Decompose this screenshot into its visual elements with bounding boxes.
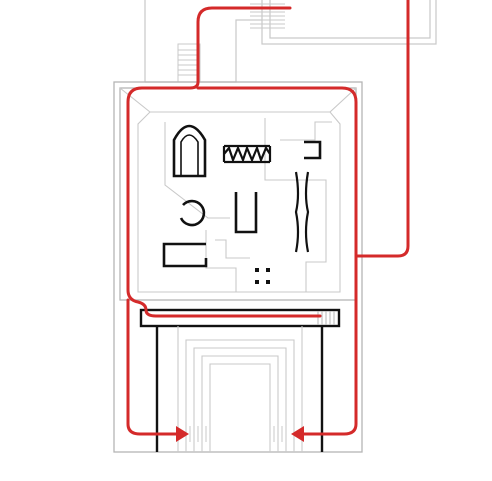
- nested-ramps: [177, 326, 303, 452]
- main-hall-outer: [113, 81, 363, 453]
- bracket-object: [304, 140, 322, 160]
- inner-wall-d: [280, 121, 332, 141]
- arch-object: [172, 124, 207, 178]
- gallery-stair: [317, 311, 335, 325]
- dots-object: [255, 268, 270, 284]
- route-top-entry: [126, 6, 322, 318]
- main-hall-inner: [119, 87, 357, 301]
- inner-wall-e: [215, 239, 250, 259]
- arrow-exit-right: [291, 426, 304, 442]
- c-object: [162, 242, 208, 268]
- arrows: [176, 426, 304, 442]
- route-exit-right: [300, 254, 358, 436]
- exit-stair-right: [269, 426, 287, 442]
- inner-wall-b: [264, 118, 327, 292]
- lower-structure: [139, 308, 341, 452]
- inner-chamber: [119, 87, 357, 293]
- arrow-exit-left: [176, 426, 189, 442]
- wavy-object: [294, 171, 310, 253]
- right-context-wall: [261, 0, 437, 45]
- ring-object: [179, 199, 206, 227]
- pillar-object: [234, 192, 258, 234]
- route-exit-left: [126, 298, 180, 436]
- zigzag-object: [222, 144, 272, 164]
- gallery-bar: [139, 308, 341, 328]
- arch-object-inner: [180, 134, 199, 176]
- right-context-wall-inner: [269, 0, 431, 39]
- top-wall-segment: [145, 19, 262, 83]
- objects: [162, 124, 322, 284]
- inner-wall-c: [205, 230, 237, 292]
- building-outline: [113, 81, 363, 453]
- chamber-diagonal-tl: [119, 87, 151, 113]
- entry-stair: [177, 43, 201, 83]
- routes: [126, 0, 410, 436]
- exit-stair-left: [189, 426, 207, 442]
